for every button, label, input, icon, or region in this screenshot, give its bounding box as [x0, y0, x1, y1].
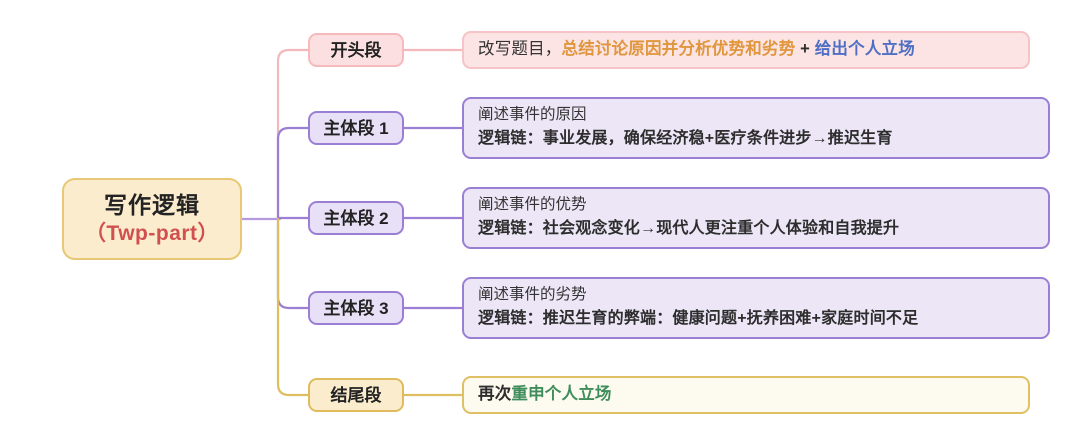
- content-line: 逻辑链：事业发展，确保经济稳+医疗条件进步→推迟生育: [478, 127, 1034, 152]
- connector: [276, 48, 310, 221]
- content-segment: 逻辑链：社会观念变化→现代人更注重个人体验和自我提升: [478, 220, 900, 238]
- content-segment: 阐述事件的劣势: [478, 286, 587, 304]
- content-segment: 逻辑链：事业发展，确保经济稳+医疗条件进步→推迟生育: [478, 130, 893, 148]
- content-segment: 阐述事件的优势: [478, 196, 587, 214]
- branch-label-zhutiduan-3[interactable]: 主体段 3: [308, 291, 404, 325]
- branch-content-kaitouduan[interactable]: 改写题目，总结讨论原因并分析优势和劣势 + 给出个人立场: [462, 31, 1030, 69]
- branch-content-zhutiduan-2[interactable]: 阐述事件的优势逻辑链：社会观念变化→现代人更注重个人体验和自我提升: [462, 187, 1050, 249]
- content-segment: 重申个人立场: [511, 384, 612, 403]
- content-segment: 阐述事件的原因: [478, 106, 587, 124]
- content-line: 改写题目，总结讨论原因并分析优势和劣势 + 给出个人立场: [478, 40, 1014, 60]
- content-segment: 总结讨论原因并分析优势和劣势: [561, 39, 796, 58]
- branch-label-zhutiduan-1[interactable]: 主体段 1: [308, 111, 404, 145]
- branch-label-text: 主体段 1: [323, 118, 389, 138]
- branch-content-jieweiduan[interactable]: 再次重申个人立场: [462, 376, 1030, 414]
- connector: [276, 217, 310, 310]
- content-segment: 逻辑链：推迟生育的弊端：健康问题+抚养困难+家庭时间不足: [478, 310, 919, 328]
- branch-label-zhutiduan-2[interactable]: 主体段 2: [308, 201, 404, 235]
- content-line: 再次重申个人立场: [478, 385, 1014, 405]
- content-segment: +: [795, 39, 815, 58]
- connector: [276, 126, 310, 221]
- root-node[interactable]: 写作逻辑 （Twp-part）: [62, 178, 242, 260]
- content-segment: 给出个人立场: [814, 39, 915, 58]
- content-segment: 改写题目，: [478, 39, 562, 58]
- content-line: 阐述事件的原因: [478, 103, 1034, 127]
- branch-label-kaitouduan[interactable]: 开头段: [308, 33, 404, 67]
- branch-label-text: 结尾段: [330, 385, 382, 405]
- branch-content-zhutiduan-1[interactable]: 阐述事件的原因逻辑链：事业发展，确保经济稳+医疗条件进步→推迟生育: [462, 97, 1050, 159]
- branch-label-text: 主体段 3: [323, 298, 389, 318]
- root-title-line2: （Twp-part）: [84, 221, 220, 245]
- content-line: 逻辑链：社会观念变化→现代人更注重个人体验和自我提升: [478, 217, 1034, 242]
- content-line: 阐述事件的优势: [478, 193, 1034, 217]
- branch-label-text: 开头段: [330, 40, 382, 60]
- branch-label-text: 主体段 2: [323, 208, 389, 228]
- root-title-line1: 写作逻辑: [104, 191, 200, 218]
- content-line: 阐述事件的劣势: [478, 283, 1034, 307]
- connector: [276, 217, 310, 397]
- branch-label-jieweiduan[interactable]: 结尾段: [308, 378, 404, 412]
- content-line: 逻辑链：推迟生育的弊端：健康问题+抚养困难+家庭时间不足: [478, 307, 1034, 332]
- branch-content-zhutiduan-3[interactable]: 阐述事件的劣势逻辑链：推迟生育的弊端：健康问题+抚养困难+家庭时间不足: [462, 277, 1050, 339]
- content-segment: 再次: [478, 384, 512, 403]
